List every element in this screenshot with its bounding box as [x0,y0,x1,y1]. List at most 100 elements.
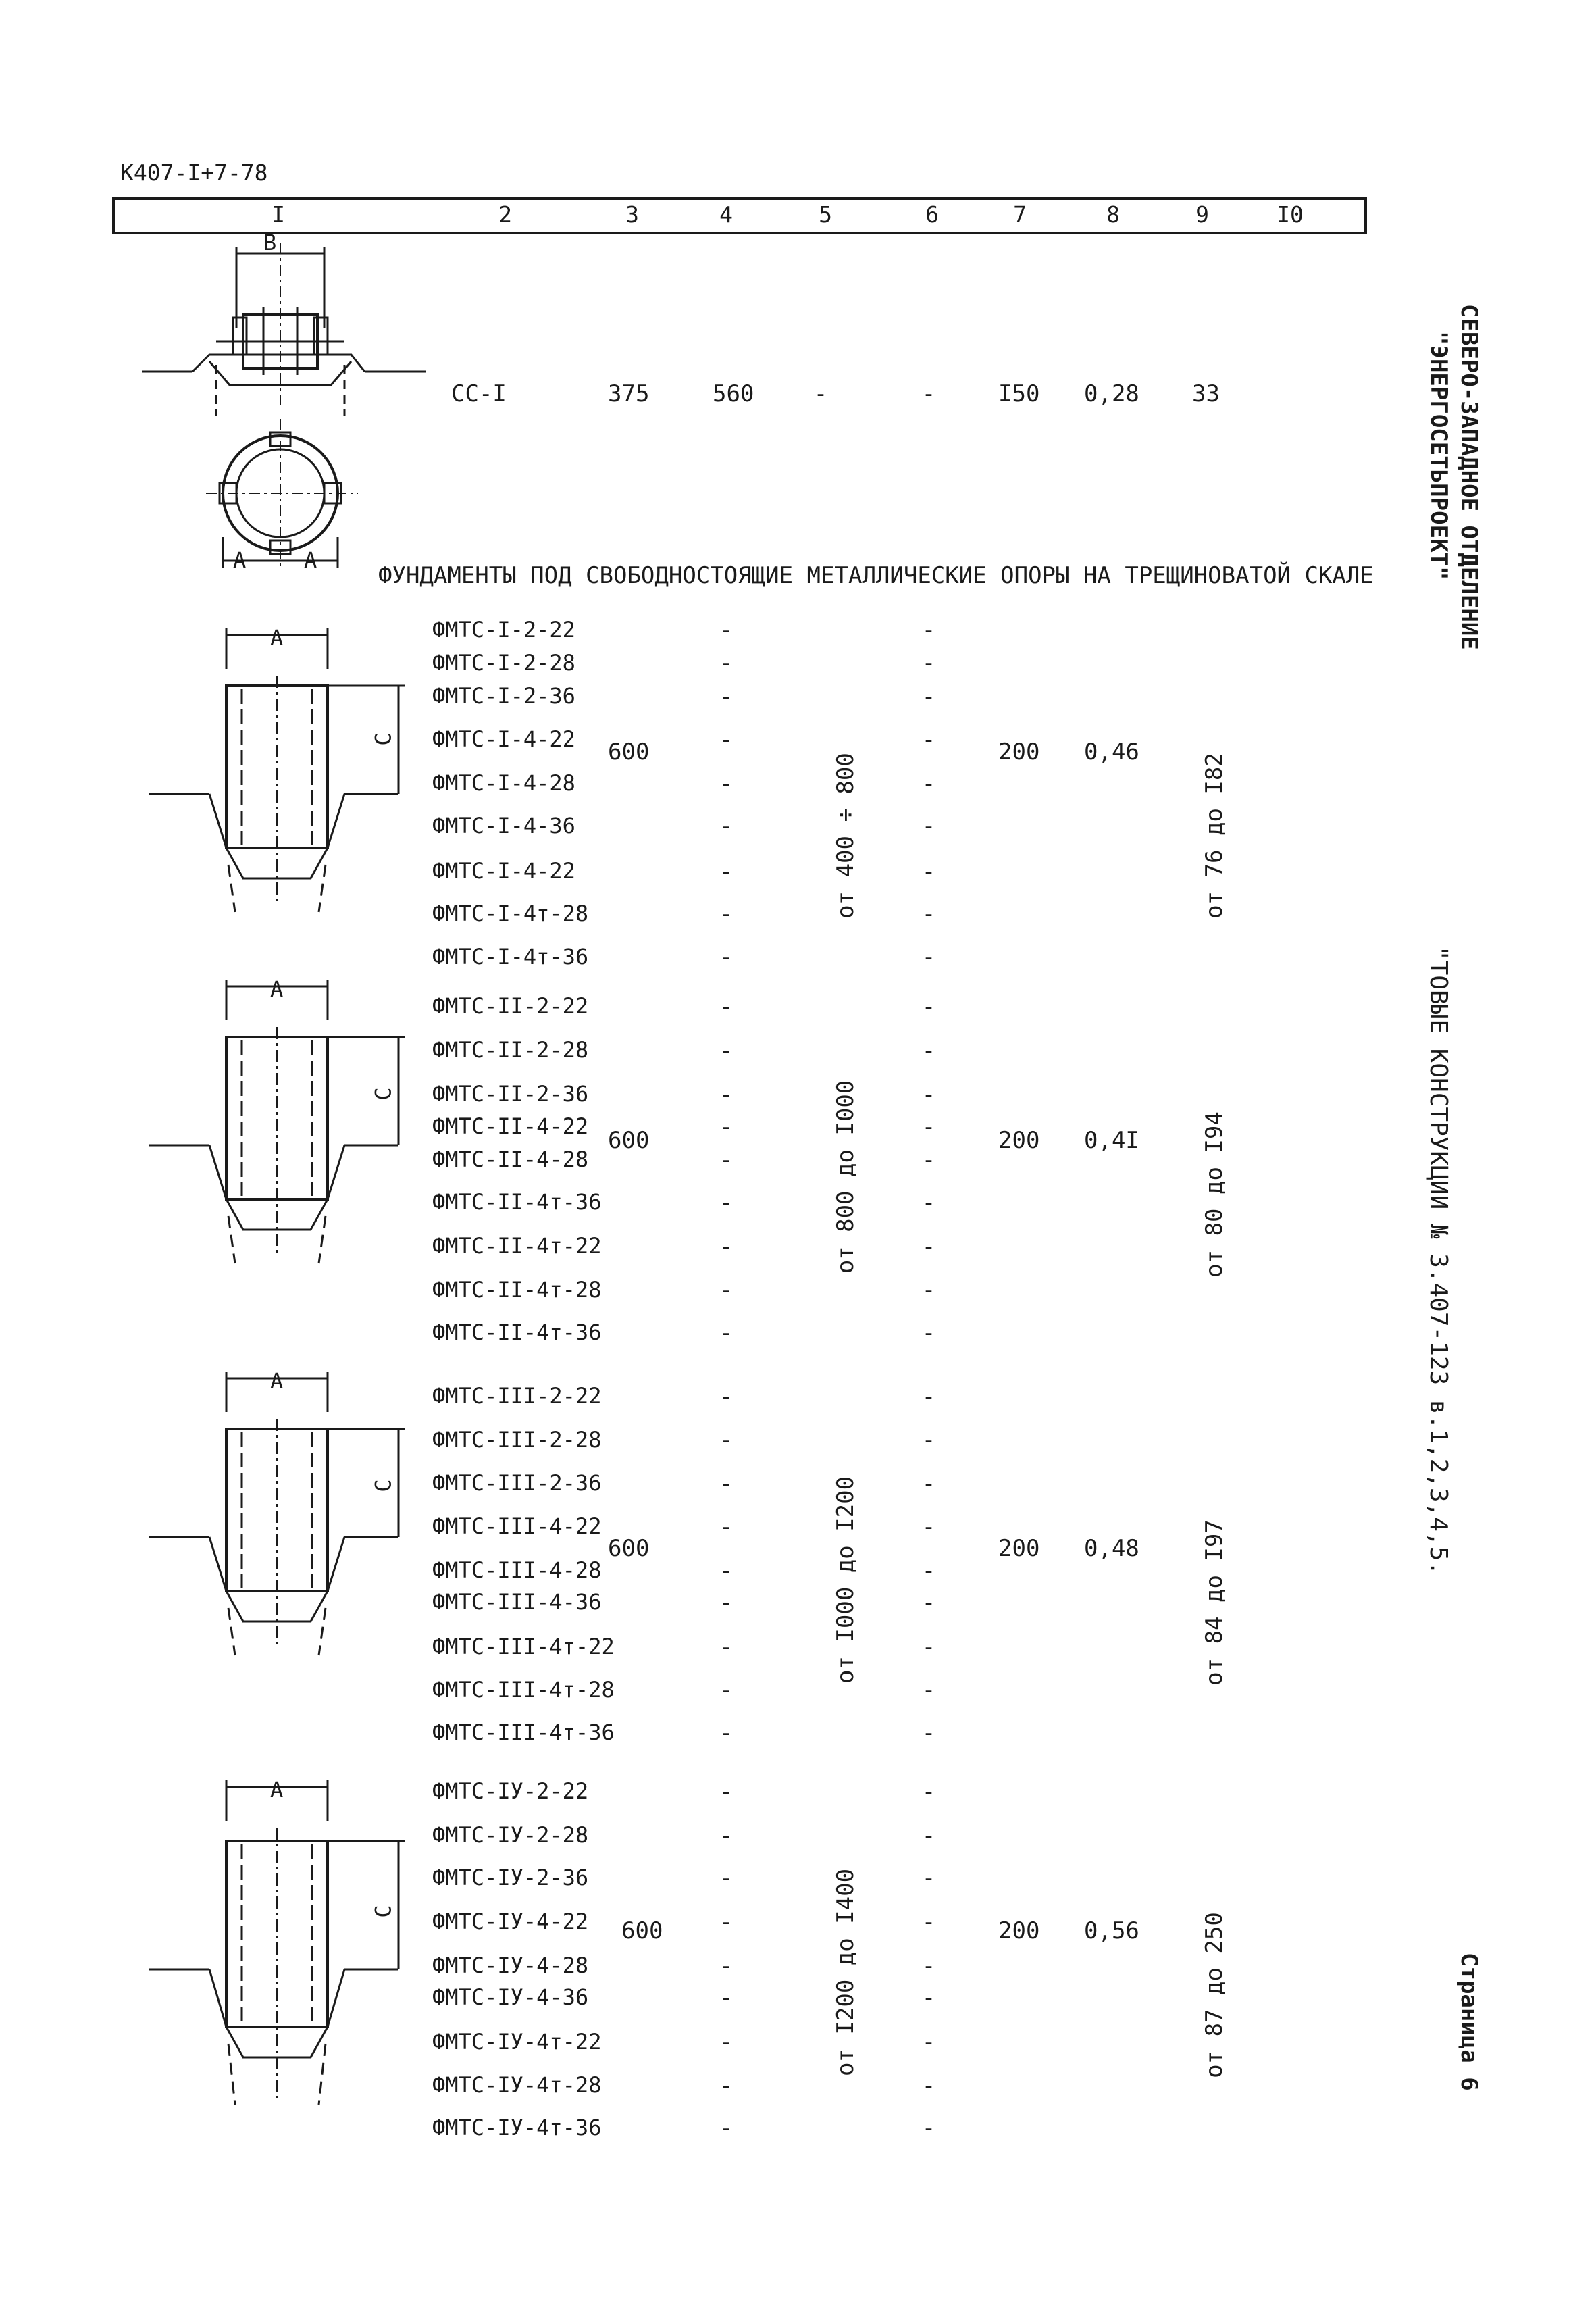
group1-row7-col4: - [719,858,733,885]
group4-row2-col6: - [921,1822,936,1849]
group2-col5: от 800 до I000 [832,1080,859,1274]
group2-row3-col4: - [719,1081,733,1108]
group1-dim-a-label: A [270,625,284,651]
side-page-number: Страница 6 [1456,1953,1483,2091]
group1-dim-c-label: C [370,732,396,746]
group2-row5-col4: - [719,1147,733,1174]
side-institute: "ЭНЕРГОСЕТЬПРОЕКТ" [1425,331,1452,580]
group4-col8: 0,56 [1084,1917,1139,1944]
group3-mark-8: ФМТС-III-4т-28 [432,1677,615,1703]
group4-mark-9: ФМТС-IУ-4т-36 [432,2115,602,2140]
group4-col3: 600 [621,1917,663,1944]
group1-row4-col6: - [921,726,936,753]
group4-mark-4: ФМТС-IУ-4-22 [432,1909,589,1934]
group3-row2-col4: - [719,1427,733,1454]
group2-row4-col4: - [719,1113,733,1140]
cc1-col7: I50 [998,380,1040,407]
group4-dim-c-label: C [370,1905,396,1918]
group2-mark-8: ФМТС-II-4т-28 [432,1277,602,1303]
group1-row5-col4: - [719,770,733,797]
group3-dim-c-label: C [370,1479,396,1492]
group4-row5-col6: - [921,1953,936,1980]
group4-row1-col6: - [921,1778,936,1805]
group2-row6-col4: - [719,1189,733,1216]
group2-mark-5: ФМТС-II-4-28 [432,1147,589,1172]
group4-row2-col4: - [719,1822,733,1849]
group1-row3-col6: - [921,683,936,710]
cc1-section-drawing [142,243,426,568]
group2-mark-1: ФМТС-II-2-22 [432,993,589,1019]
group4-row3-col4: - [719,1865,733,1892]
group2-row6-col6: - [921,1189,936,1216]
column-header-5: 5 [819,201,832,228]
group1-mark-7: ФМТС-I-4-22 [432,858,575,884]
group3-col5: от I000 до I200 [832,1476,859,1684]
group2-row8-col4: - [719,1277,733,1304]
group4-mark-8: ФМТС-IУ-4т-28 [432,2072,602,2098]
group3-mark-3: ФМТС-III-2-36 [432,1470,602,1496]
group4-row7-col4: - [719,2029,733,2056]
group3-row4-col6: - [921,1513,936,1540]
group1-row1-col4: - [719,617,733,644]
group4-mark-6: ФМТС-IУ-4-36 [432,1984,589,2010]
group1-foundation-drawing [149,628,405,913]
group3-mark-4: ФМТС-III-4-22 [432,1513,602,1539]
group1-col5: от 400 ÷ 800 [832,753,859,919]
column-header-4: 4 [719,201,733,228]
group3-mark-2: ФМТС-III-2-28 [432,1427,602,1453]
group3-row7-col4: - [719,1634,733,1661]
group4-row3-col6: - [921,1865,936,1892]
group2-foundation-drawing [149,980,405,1264]
group3-row8-col4: - [719,1677,733,1704]
group1-row1-col6: - [921,617,936,644]
group2-mark-9: ФМТС-II-4т-36 [432,1319,602,1345]
cc1-dim-a-label-left: A [233,547,247,573]
group2-col7: 200 [998,1127,1040,1154]
group3-col8: 0,48 [1084,1535,1139,1562]
group4-row6-col4: - [719,1984,733,2011]
group4-mark-1: ФМТС-IУ-2-22 [432,1778,589,1804]
column-header-bar: I 2 3 4 5 6 7 8 9 I0 [112,197,1367,234]
group4-dim-a-label: A [270,1777,284,1803]
group1-mark-3: ФМТС-I-2-36 [432,683,575,709]
group4-col7: 200 [998,1917,1040,1944]
group1-row8-col4: - [719,901,733,928]
group1-mark-9: ФМТС-I-4т-36 [432,944,589,970]
group3-row9-col4: - [719,1719,733,1746]
group2-row1-col6: - [921,993,936,1020]
group2-row5-col6: - [921,1147,936,1174]
group3-row5-col6: - [921,1557,936,1584]
group3-mark-9: ФМТС-III-4т-36 [432,1719,615,1745]
group2-row2-col4: - [719,1037,733,1064]
column-header-7: 7 [1013,201,1027,228]
group1-col7: 200 [998,738,1040,765]
group3-foundation-drawing [149,1372,405,1656]
group2-row7-col6: - [921,1233,936,1260]
group3-mark-6: ФМТС-III-4-36 [432,1589,602,1615]
group3-dim-a-label: A [270,1368,284,1394]
group3-col7: 200 [998,1535,1040,1562]
side-series-title: "ТОВЫЕ КОНСТРУКЦИИ № 3.407-123 в.1,2,3,4… [1424,946,1452,1576]
column-header-9: 9 [1195,201,1209,228]
group2-mark-6: ФМТС-II-4т-36 [432,1189,602,1215]
group3-row7-col6: - [921,1634,936,1661]
group1-mark-1: ФМТС-I-2-22 [432,617,575,643]
group2-row3-col6: - [921,1081,936,1108]
group1-row9-col4: - [719,944,733,971]
group2-mark-7: ФМТС-II-4т-22 [432,1233,602,1259]
group4-row8-col6: - [921,2072,936,2099]
group1-mark-4: ФМТС-I-4-22 [432,726,575,752]
cc1-col3: 375 [608,380,650,407]
group1-col3: 600 [608,738,650,765]
group3-row2-col6: - [921,1427,936,1454]
column-header-10: I0 [1277,201,1304,228]
group4-row9-col4: - [719,2115,733,2142]
group2-row4-col6: - [921,1113,936,1140]
group3-mark-7: ФМТС-III-4т-22 [432,1634,615,1659]
column-header-8: 8 [1106,201,1120,228]
group1-row5-col6: - [921,770,936,797]
group3-col3: 600 [608,1535,650,1562]
group2-row9-col6: - [921,1319,936,1347]
group2-row7-col4: - [719,1233,733,1260]
group3-row4-col4: - [719,1513,733,1540]
